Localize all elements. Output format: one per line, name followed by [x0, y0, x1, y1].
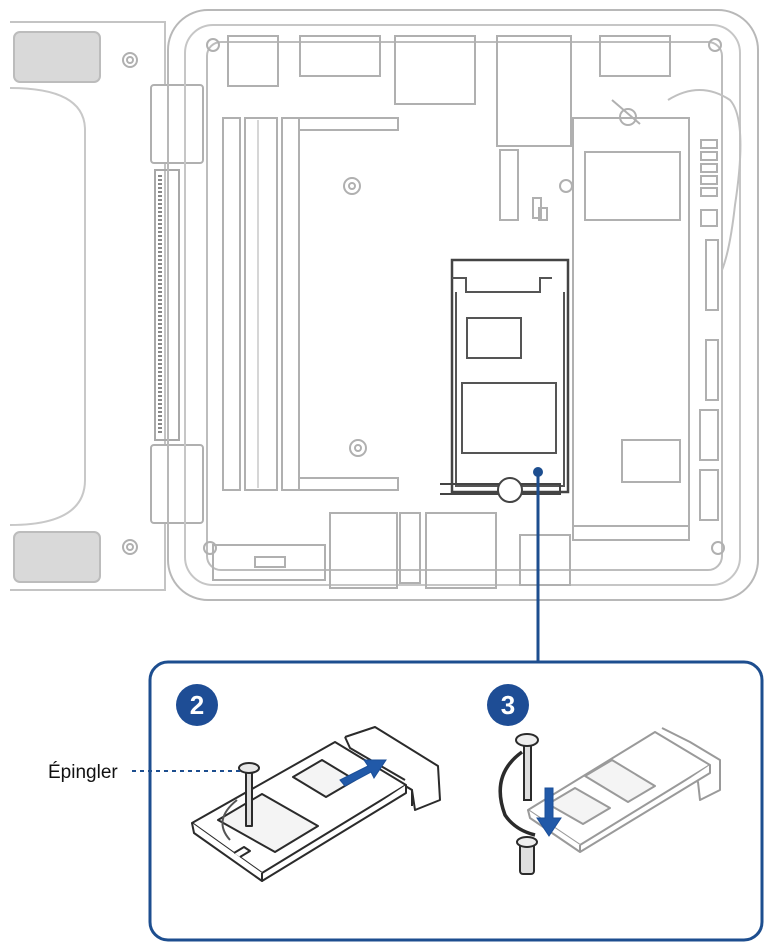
- step-badge: 3: [487, 684, 529, 726]
- step-badge: 2: [176, 684, 218, 726]
- ram-slots: [222, 117, 399, 491]
- device-lid: [9, 21, 204, 591]
- right-side-connectors: [699, 139, 719, 521]
- callout-connector: [533, 467, 543, 662]
- device-case: [167, 9, 759, 601]
- m2-wifi-slot: [440, 258, 570, 503]
- device-interior: [9, 9, 759, 601]
- pin-label: Épingler: [48, 762, 118, 783]
- svg-text:3: 3: [501, 690, 515, 720]
- step-2: 2 Épingler: [48, 684, 441, 882]
- bottom-ports: [212, 512, 571, 589]
- callout-panel: [148, 660, 764, 942]
- step-3: 3: [487, 684, 721, 875]
- installed-ssd: [572, 99, 690, 541]
- top-ports: [227, 35, 671, 147]
- down-arrow-icon: [536, 787, 562, 837]
- insert-arrow-icon: [339, 759, 387, 787]
- svg-text:2: 2: [190, 690, 204, 720]
- standoff-pin-icon: [498, 733, 539, 875]
